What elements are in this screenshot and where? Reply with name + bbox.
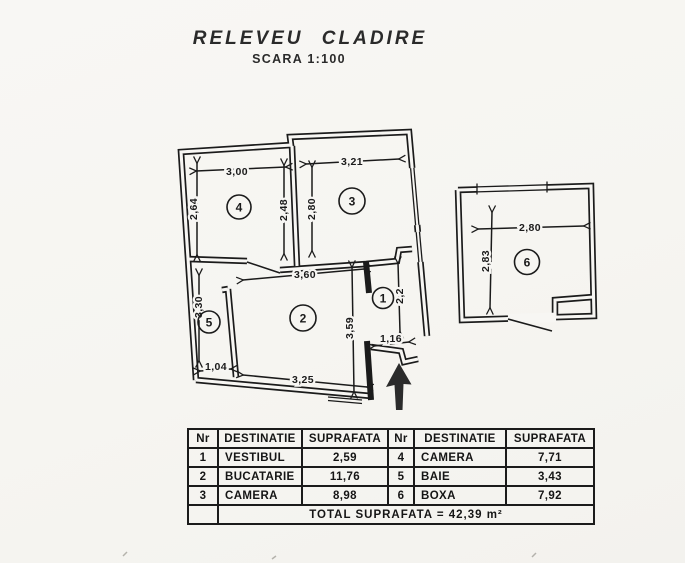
- table-row: 1 VESTIBUL 2,59 4 CAMERA 7,71: [187, 447, 595, 468]
- svg-text:6: 6: [524, 256, 531, 270]
- room-2-label: 2: [289, 304, 317, 332]
- dim-room4-width: 3,00: [226, 166, 248, 178]
- interior-walls: [363, 261, 374, 401]
- svg-text:3: 3: [349, 195, 356, 209]
- cell-destinatie: CAMERA: [217, 485, 303, 506]
- svg-text:4: 4: [236, 201, 243, 215]
- cell-suprafata: 8,98: [301, 485, 389, 506]
- scan-marks: [122, 551, 537, 560]
- header-nr-1: Nr: [187, 428, 219, 449]
- areas-table: Nr DESTINATIE SUPRAFATA Nr DESTINATIE SU…: [187, 428, 595, 525]
- dim-room1-width: 1,16: [380, 333, 402, 345]
- window: [476, 181, 548, 195]
- cell-destinatie: BUCATARIE: [217, 466, 303, 487]
- dim-room2-width-top: 3,60: [294, 269, 316, 281]
- header-destinatie-1: DESTINATIE: [217, 428, 303, 449]
- cell-nr: 6: [387, 485, 415, 506]
- cell-nr: 4: [387, 447, 415, 468]
- header-suprafata-1: SUPRAFATA: [301, 428, 389, 449]
- cell-nr: 1: [187, 447, 219, 468]
- cell-destinatie: BOXA: [413, 485, 507, 506]
- entrance-arrow-icon: [386, 363, 412, 410]
- table-row: 2 BUCATARIE 11,76 5 BAIE 3,43: [187, 466, 595, 487]
- dim-room3-height: 2,80: [306, 198, 318, 220]
- room-3-label: 3: [338, 187, 366, 215]
- drawing-scale: SCARA 1:100: [252, 52, 346, 66]
- table-header-row: Nr DESTINATIE SUPRAFATA Nr DESTINATIE SU…: [187, 428, 595, 449]
- cell-suprafata: 11,76: [301, 466, 389, 487]
- dim-room6-width: 2,80: [519, 222, 541, 234]
- svg-text:1: 1: [380, 292, 387, 306]
- header-nr-2: Nr: [387, 428, 415, 449]
- cell-suprafata: 7,71: [505, 447, 595, 468]
- dim-room3-width: 3,21: [341, 156, 363, 168]
- cell-destinatie: CAMERA: [413, 447, 507, 468]
- door-opening: [507, 312, 557, 332]
- cell-nr: 3: [187, 485, 219, 506]
- dim-room2-height: 3,59: [344, 317, 356, 339]
- table-total-row: TOTAL SUPRAFATA = 42,39 m²: [187, 504, 595, 525]
- total-row-spacer: [187, 504, 219, 525]
- window: [407, 167, 422, 226]
- dim-room5-width: 1,04: [205, 361, 227, 373]
- svg-text:2: 2: [300, 312, 307, 326]
- room-4-label: 4: [226, 194, 252, 220]
- cell-nr: 2: [187, 466, 219, 487]
- dim-room5-height: 3,30: [193, 296, 205, 318]
- cell-suprafata: 3,43: [505, 466, 595, 487]
- room-6-label: 6: [513, 248, 541, 276]
- total-suprafata: TOTAL SUPRAFATA = 42,39 m²: [217, 504, 595, 525]
- room-5-label: 5: [197, 310, 221, 334]
- cell-nr: 5: [387, 466, 415, 487]
- cell-suprafata: 2,59: [301, 447, 389, 468]
- header-destinatie-2: DESTINATIE: [413, 428, 507, 449]
- header-suprafata-2: SUPRAFATA: [505, 428, 595, 449]
- svg-text:5: 5: [206, 316, 213, 330]
- cell-destinatie: VESTIBUL: [217, 447, 303, 468]
- dim-room6-height: 2,83: [480, 250, 492, 272]
- dimension-lines: [196, 159, 584, 392]
- drawing-title: RELEVEU CLADIRE: [192, 28, 428, 49]
- table-row: 3 CAMERA 8,98 6 BOXA 7,92: [187, 485, 595, 506]
- door-leaf: [246, 261, 281, 274]
- room-1-label: 1: [371, 286, 395, 310]
- window: [413, 231, 425, 263]
- cell-suprafata: 7,92: [505, 485, 595, 506]
- dim-room4-height-right: 2,48: [278, 199, 290, 221]
- window-sill: [327, 396, 363, 405]
- dim-room2-width-bottom: 3,25: [292, 374, 314, 386]
- dim-room4-height-left: 2,64: [188, 198, 200, 220]
- dim-room1-height: 2,2: [394, 288, 406, 304]
- cell-destinatie: BAIE: [413, 466, 507, 487]
